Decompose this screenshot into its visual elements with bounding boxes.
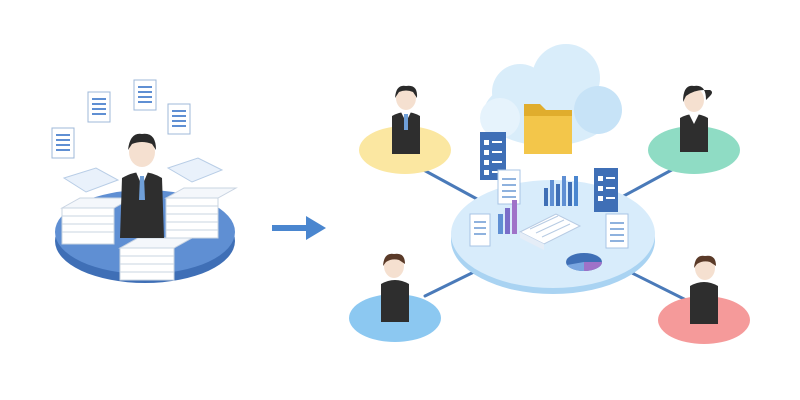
paper-stack-icon	[518, 213, 582, 250]
user-node-top-left	[359, 85, 451, 174]
person-icon	[392, 85, 420, 154]
document-icon	[497, 169, 521, 205]
floating-document-icon	[51, 127, 75, 159]
paper-stack-icon	[118, 237, 194, 281]
loose-sheet	[62, 167, 120, 193]
floating-document-icon	[87, 91, 111, 123]
person-icon	[120, 133, 164, 238]
left-scene	[51, 79, 238, 283]
pie-chart-icon	[566, 253, 602, 272]
checklist-icon	[594, 168, 618, 212]
document-icon	[605, 213, 629, 249]
user-node-top-right	[648, 85, 740, 174]
person-icon	[680, 85, 712, 152]
person-icon	[381, 253, 409, 322]
user-node-bottom-right	[658, 255, 750, 344]
right-scene	[349, 44, 750, 344]
floating-document-icon	[167, 103, 191, 135]
floating-document-icon	[133, 79, 157, 111]
bar-chart-icon	[498, 200, 517, 234]
folder-icon	[524, 104, 572, 154]
document-icon	[469, 213, 491, 247]
paper-stack-icon	[60, 197, 134, 245]
person-icon	[690, 255, 718, 324]
bar-chart-icon	[544, 176, 578, 206]
arrow-right-icon	[272, 216, 326, 240]
loose-sheet	[166, 157, 224, 183]
user-node-bottom-left	[349, 253, 441, 342]
